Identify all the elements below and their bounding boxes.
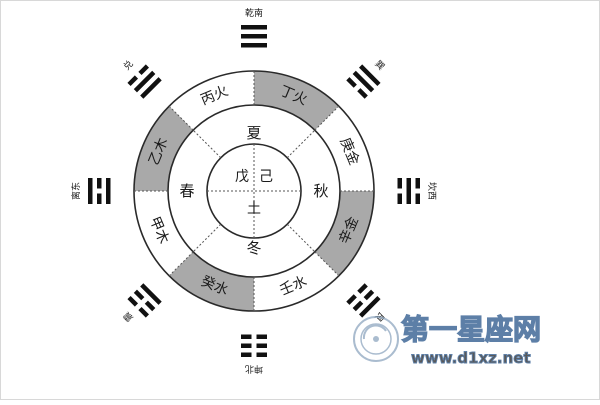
trigram-8: 兑: [121, 58, 162, 99]
yin-line: [415, 178, 420, 189]
yang-line: [106, 178, 111, 204]
trigram-7: 离东: [70, 178, 111, 204]
trigram-1: 乾南: [241, 7, 267, 48]
trigram-3: 坎西: [397, 178, 438, 204]
yin-line: [256, 343, 267, 348]
trigram-name: 坤北: [245, 363, 263, 375]
yin-line: [127, 75, 139, 86]
middle-divider: [192, 129, 222, 159]
yin-line: [357, 283, 368, 294]
outer-segment: [134, 106, 194, 191]
yang-line: [88, 178, 93, 204]
middle-divider: [286, 223, 316, 253]
yin-line: [256, 352, 267, 357]
trigram-name: 坎西: [426, 182, 438, 200]
yin-line: [241, 352, 252, 357]
yang-line: [406, 178, 411, 204]
watermark-logo-icon: [353, 316, 399, 362]
season-summer: 夏: [246, 124, 261, 142]
yin-line: [241, 334, 252, 339]
outer-divider: [168, 251, 194, 277]
middle-divider: [286, 129, 316, 159]
middle-divider: [192, 223, 222, 253]
outer-segment: [134, 191, 194, 276]
yang-line: [241, 43, 267, 48]
trigram-5: 坤北: [241, 334, 267, 375]
outer-divider: [314, 105, 340, 131]
dotted-dividers: [134, 71, 374, 311]
trigram-4: 艮: [346, 283, 387, 324]
yang-line: [241, 25, 267, 30]
trigram-name: 震: [121, 309, 135, 323]
season-winter: 冬: [246, 239, 261, 257]
outer-segment: [254, 71, 339, 131]
yang-line: [359, 64, 381, 86]
outer-divider: [168, 105, 194, 131]
outer-divider: [314, 251, 340, 277]
yin-line: [397, 193, 402, 204]
watermark-title: 第一星座网: [401, 313, 541, 346]
trigram-name: 离东: [70, 182, 82, 200]
yin-line: [415, 193, 420, 204]
center-char-ji: 己: [259, 169, 273, 185]
yin-line: [241, 343, 252, 348]
season-autumn: 秋: [313, 182, 328, 200]
yin-line: [363, 289, 375, 301]
watermark: 第一星座网 www.d1xz.net: [353, 312, 542, 367]
trigram-name: 兑: [121, 58, 136, 73]
outer-segment: [169, 71, 254, 131]
yang-line: [133, 70, 156, 93]
yin-line: [97, 178, 102, 189]
center-char-tu: 土: [247, 201, 261, 217]
trigram-name: 巽: [372, 58, 386, 72]
season-spring: 春: [179, 182, 194, 200]
yin-line: [346, 77, 357, 88]
trigram-name: 乾南: [245, 7, 263, 19]
yin-line: [138, 64, 149, 76]
yin-line: [144, 300, 156, 312]
yin-line: [133, 289, 145, 301]
yin-line: [256, 334, 267, 339]
outer-segment: [169, 251, 254, 311]
outer-segment: [254, 251, 339, 311]
trigram-6: 震: [121, 283, 162, 324]
outer-ring-segments: [134, 71, 374, 311]
watermark-url: www.d1xz.net: [411, 349, 531, 367]
inner-circle: [206, 143, 302, 239]
yang-line: [140, 77, 162, 99]
yin-line: [352, 300, 364, 312]
outer-segment: [314, 191, 374, 276]
yin-line: [357, 88, 368, 99]
yin-line: [138, 306, 149, 318]
yin-line: [127, 296, 139, 307]
yin-line: [97, 193, 102, 204]
yang-line: [241, 34, 267, 39]
yin-line: [397, 178, 402, 189]
yang-line: [352, 70, 375, 93]
yin-line: [346, 294, 357, 305]
outer-segment: [314, 106, 374, 191]
center-char-wu: 戊: [235, 169, 249, 185]
trigram-2: 巽: [346, 58, 387, 99]
yang-line: [140, 283, 162, 305]
yang-line: [359, 296, 381, 318]
